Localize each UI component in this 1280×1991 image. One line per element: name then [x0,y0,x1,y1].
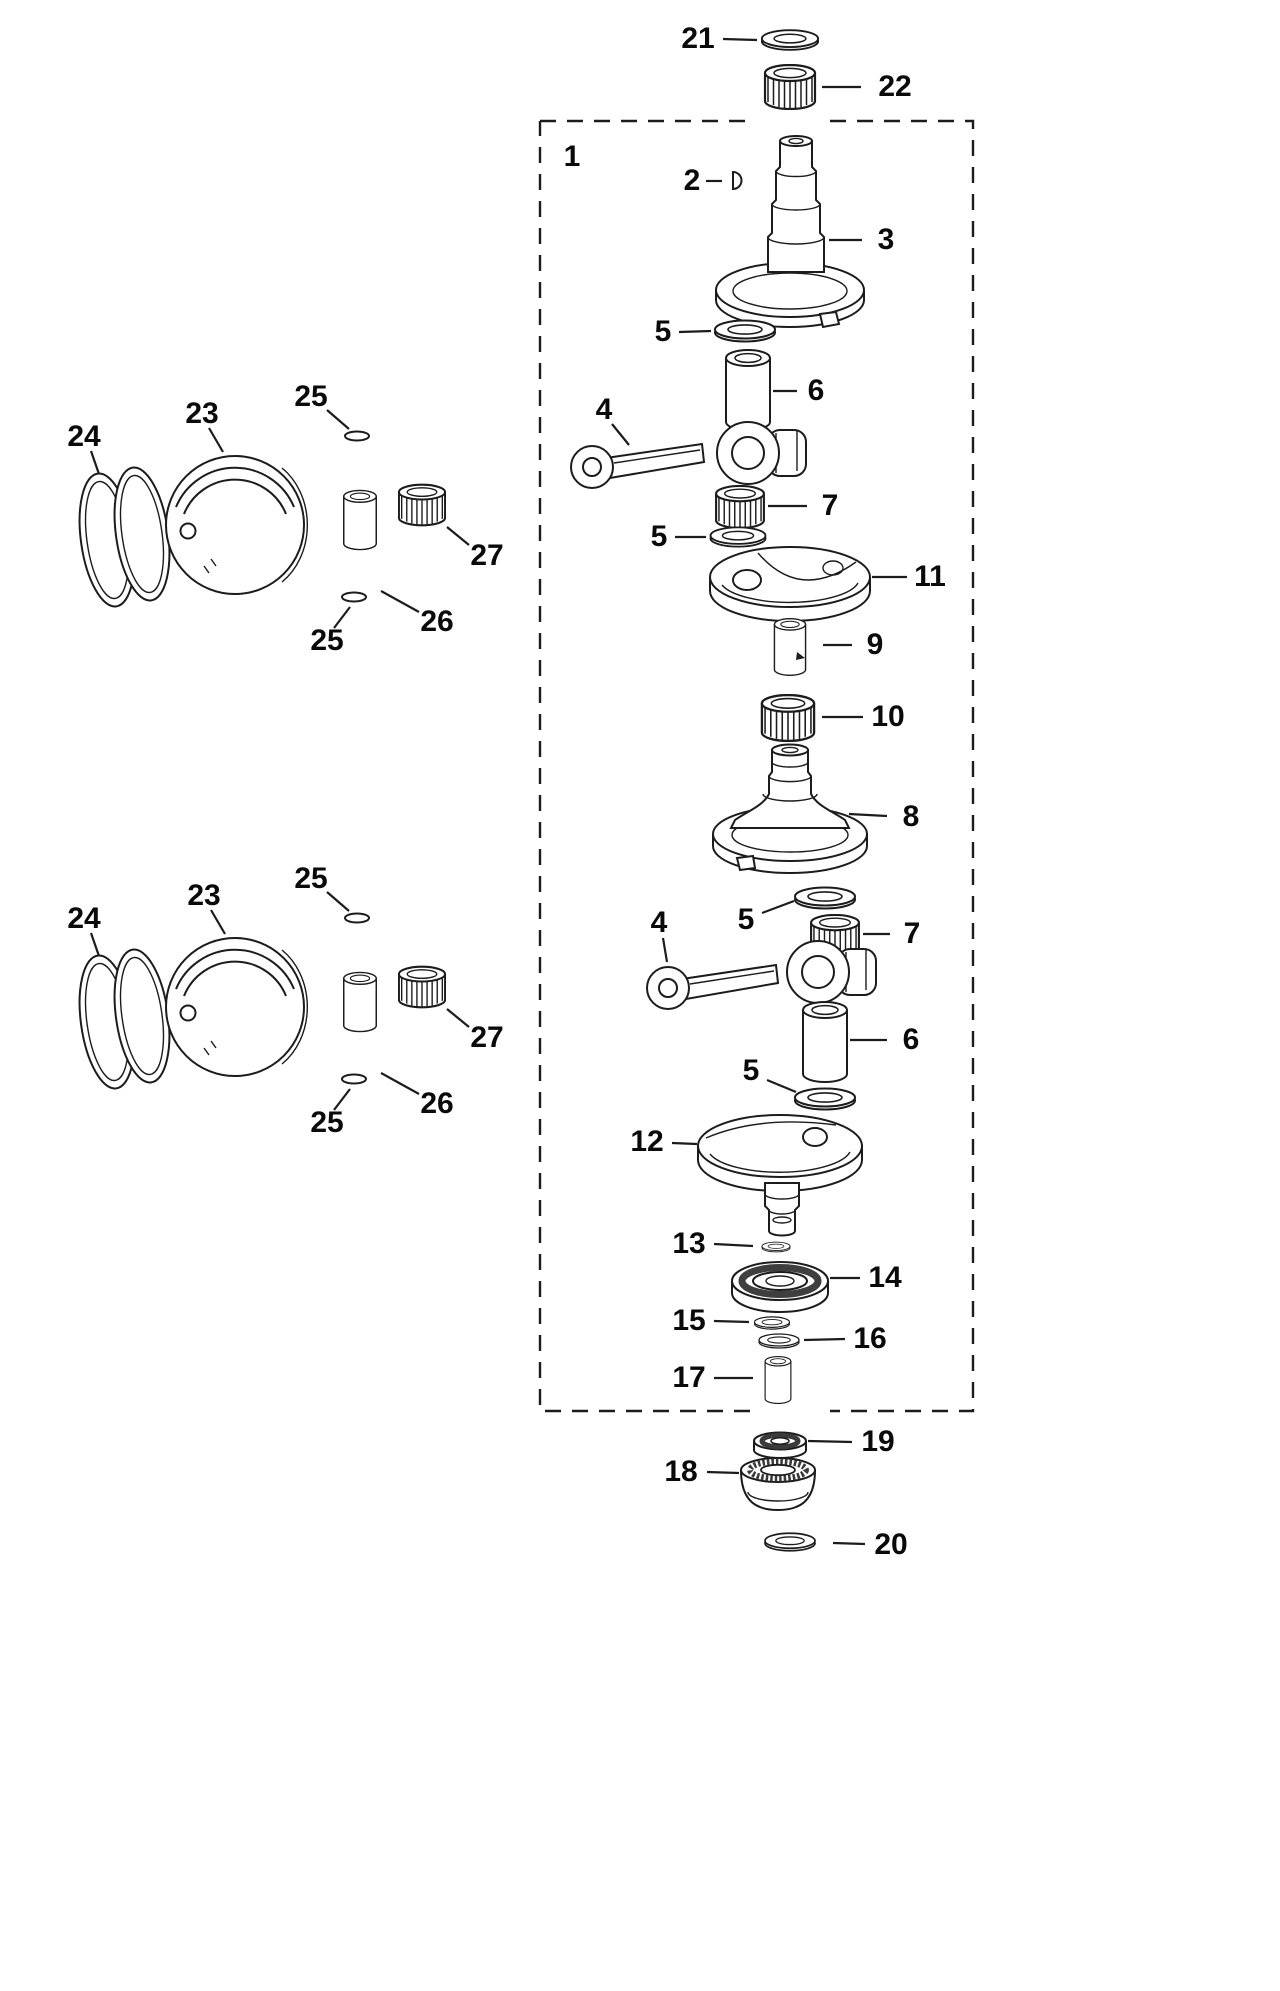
assembly-boundary-dashed-box [538,119,975,1413]
callout-13: 13 [672,1227,706,1260]
callout-6-b: 6 [902,1023,920,1056]
part-13-spacer-ring [761,1241,791,1253]
part-17-sleeve [764,1356,792,1404]
callout-8: 8 [902,800,920,833]
part-19-seal [753,1431,807,1459]
callout-17: 17 [672,1361,706,1394]
part-18-bearing-lower [740,1457,816,1511]
callout-27-a: 27 [470,539,504,572]
part-16-washer [758,1333,800,1349]
callout-9: 9 [866,628,884,661]
part-24-piston-rings [78,466,171,608]
callout-7-b: 7 [903,917,921,950]
part-21-thrust-washer [760,29,820,51]
part-25-retaining-ring-top [344,430,370,442]
callout-23-b: 23 [187,879,221,912]
callout-21: 21 [681,22,715,55]
part-9-bushing [773,618,807,676]
piston-assembly-upper [78,430,446,608]
callout-26-a: 26 [420,605,454,638]
part-14-ball-bearing [731,1261,829,1313]
part-23-piston [165,455,309,595]
part-22-needle-bearing [763,64,817,110]
part-7-needle-bearing-a [714,485,766,529]
part-6-crankpin-a [725,349,771,431]
part-5-washer-d [794,1087,856,1111]
callout-6-a: 6 [807,374,825,407]
part-5-washer-c [794,886,856,910]
callout-5-c: 5 [737,903,755,936]
callout-10: 10 [871,700,905,733]
part-20-o-ring [763,1532,817,1552]
callout-1: 1 [563,140,581,173]
callout-3: 3 [877,223,895,256]
part-5-washer-b [709,526,767,548]
callout-25-d: 25 [310,1106,344,1139]
callout-4-a: 4 [595,393,613,426]
callout-25-c: 25 [294,862,328,895]
part-2-woodruff-key [732,170,743,191]
part-11-crank-web [709,546,871,622]
callout-23-a: 23 [185,397,219,430]
part-8-crankshaft-center [712,743,868,874]
leader-lines [89,37,907,1546]
callout-5-d: 5 [742,1054,760,1087]
part-3-crankshaft-upper [715,135,865,329]
part-5-washer-a [714,319,776,343]
part-4-connecting-rod-lower [646,940,877,1010]
part-6-crankpin-b [802,1000,848,1084]
callout-26-b: 26 [420,1087,454,1120]
callout-12: 12 [630,1125,664,1158]
callout-24-a: 24 [67,420,101,453]
callout-24-b: 24 [67,902,101,935]
callout-7-a: 7 [821,489,839,522]
part-10-needle-bearing [760,694,816,742]
piston-assembly-lower [72,914,445,1092]
callout-16: 16 [853,1322,887,1355]
part-25-retaining-ring-bottom [341,591,367,603]
part-4-connecting-rod-upper [570,421,807,489]
callout-22: 22 [878,70,912,103]
callout-18: 18 [664,1455,698,1488]
callout-5-b: 5 [650,520,668,553]
part-12-crank-web-lower [697,1114,863,1237]
callout-19: 19 [861,1425,895,1458]
part-15-washer [753,1316,791,1330]
part-26-piston-pin [343,489,377,551]
callout-25-b: 25 [310,624,344,657]
callout-15: 15 [672,1304,706,1337]
callout-2: 2 [683,164,701,197]
callout-20: 20 [874,1528,908,1561]
callout-11: 11 [914,560,946,593]
callout-27-b: 27 [470,1021,504,1054]
callout-14: 14 [868,1261,902,1294]
part-27-needle-bearing [398,483,446,527]
callout-4-b: 4 [650,906,668,939]
callout-5-a: 5 [654,315,672,348]
callout-25-a: 25 [294,380,328,413]
